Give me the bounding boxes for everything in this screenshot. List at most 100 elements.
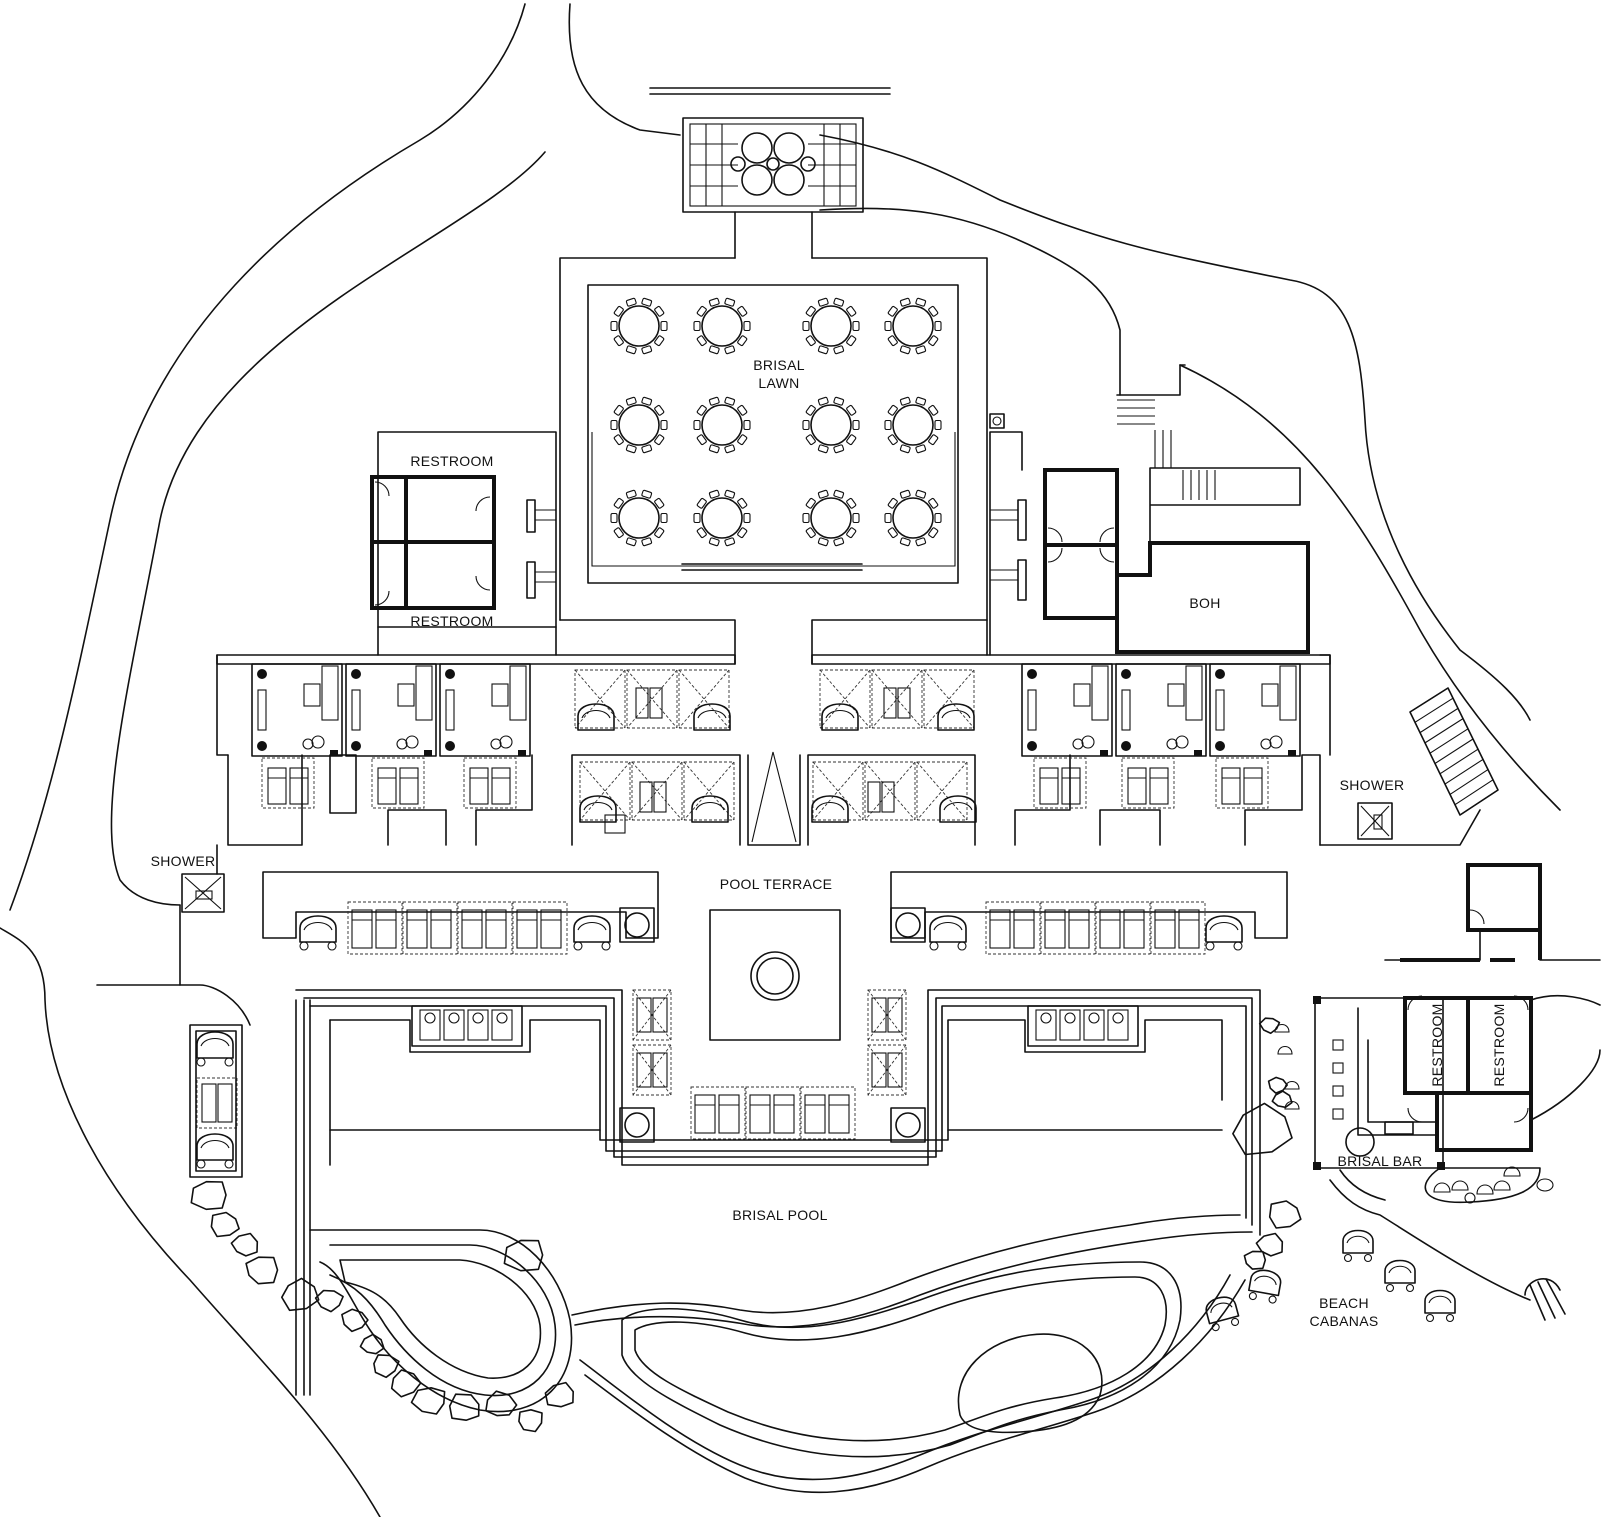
lounge-pod (929, 915, 967, 951)
shade-canopy (632, 1044, 672, 1096)
beach-cabanas-label: BEACH (1319, 1295, 1369, 1311)
beach-chair (1424, 1289, 1456, 1323)
bar-stool (1493, 1180, 1511, 1191)
lounge-pod (821, 703, 859, 731)
shade-canopy (864, 761, 916, 821)
cabana-room (1209, 663, 1301, 757)
rock (190, 1180, 227, 1211)
lounger-pair (1033, 757, 1087, 809)
brisal-lawn-label: BRISAL (753, 357, 805, 373)
shade-canopy (923, 669, 975, 729)
planter (619, 1107, 655, 1143)
banquet-table (802, 297, 860, 355)
shower-left-label: SHOWER (151, 853, 216, 869)
planter (890, 1107, 926, 1143)
bar-stool (1503, 1166, 1521, 1177)
bar-stool (1284, 1080, 1300, 1090)
lounge-pod (691, 795, 729, 823)
bar-stool (1476, 1184, 1494, 1195)
rock (503, 1239, 544, 1272)
banquet-table (693, 297, 751, 355)
rock (341, 1308, 369, 1333)
banquet-tables (610, 297, 942, 547)
cabana-room (251, 663, 343, 757)
left-restroom-block (370, 431, 557, 656)
shade-canopy (916, 761, 968, 821)
brisal-lawn-label-2: LAWN (758, 375, 799, 391)
lounger-pair (867, 781, 895, 813)
banquet-table (884, 396, 942, 454)
lounger-pair (463, 757, 517, 809)
banquet-table (802, 396, 860, 454)
lounger-pair (457, 901, 513, 955)
rock (314, 1289, 344, 1313)
cabana-room (345, 663, 437, 757)
lounge-pod (299, 915, 337, 951)
cabana-room (1115, 663, 1207, 757)
rock (410, 1387, 446, 1415)
rock (280, 1277, 320, 1312)
rock (1243, 1250, 1267, 1270)
beach-cabanas-label-2: CABANAS (1309, 1313, 1378, 1329)
shade-canopy (579, 761, 631, 821)
shade-canopy (819, 669, 871, 729)
shower-right-label: SHOWER (1340, 777, 1405, 793)
lounge-pod (939, 795, 977, 823)
lounger-pair (1040, 901, 1096, 955)
access-road (0, 3, 1561, 1517)
left-poolside-loungers (189, 1024, 243, 1178)
rock (245, 1256, 279, 1285)
back-of-house-block (989, 364, 1310, 656)
boh-label: BOH (1189, 595, 1220, 611)
rock (518, 1409, 543, 1433)
shade-canopy (678, 669, 730, 729)
lounge-pod (573, 915, 611, 951)
lounger-pair (883, 687, 911, 719)
lounge-pod (196, 1031, 234, 1067)
shade-canopy (812, 761, 864, 821)
shade-canopy (871, 669, 923, 729)
brisal-pool (295, 989, 1261, 1494)
bar-stool (1274, 1023, 1290, 1033)
rock (1255, 1232, 1284, 1257)
entrance-feature (649, 87, 891, 259)
lounger-pair (690, 1086, 746, 1140)
rock (485, 1390, 518, 1417)
left-shower (179, 844, 225, 986)
lounger-pair (347, 901, 403, 955)
ledge-loungers (419, 1009, 513, 1041)
ledge-loungers (1035, 1009, 1129, 1041)
lounger-pair (800, 1086, 856, 1140)
cabana-room (439, 663, 531, 757)
beach-chair (1205, 1296, 1240, 1332)
beach-chair (1342, 1229, 1374, 1263)
lounge-pod (196, 1133, 234, 1169)
restroom-top-left-label: RESTROOM (410, 453, 493, 469)
banquet-table (884, 489, 942, 547)
lounger-pair (639, 781, 667, 813)
bar-stool (1284, 1100, 1300, 1110)
rock (1258, 1017, 1281, 1035)
shade-canopy (867, 989, 907, 1041)
beach-chair (1248, 1269, 1282, 1304)
brisal-bar (1313, 863, 1601, 1204)
lounger-pair (261, 757, 315, 809)
shade-canopy (631, 761, 683, 821)
banquet-table (610, 297, 668, 355)
lounger-pair (1215, 757, 1269, 809)
lounge-pod (811, 795, 849, 823)
pool-terrace (262, 871, 1288, 1041)
bar-stool (1451, 1180, 1469, 1191)
lounge-pod (693, 703, 731, 731)
rock (1232, 1102, 1293, 1156)
lounger-pair (745, 1086, 801, 1140)
banquet-table (802, 489, 860, 547)
lounger-pair (1150, 901, 1206, 955)
cabanas-upper (251, 663, 1301, 809)
lounger-pair (635, 687, 663, 719)
lounge-set-upper (574, 669, 977, 834)
shade-canopy (574, 669, 626, 729)
rock (390, 1369, 422, 1398)
rocks (190, 1017, 1554, 1433)
shade-canopy (867, 1044, 907, 1096)
